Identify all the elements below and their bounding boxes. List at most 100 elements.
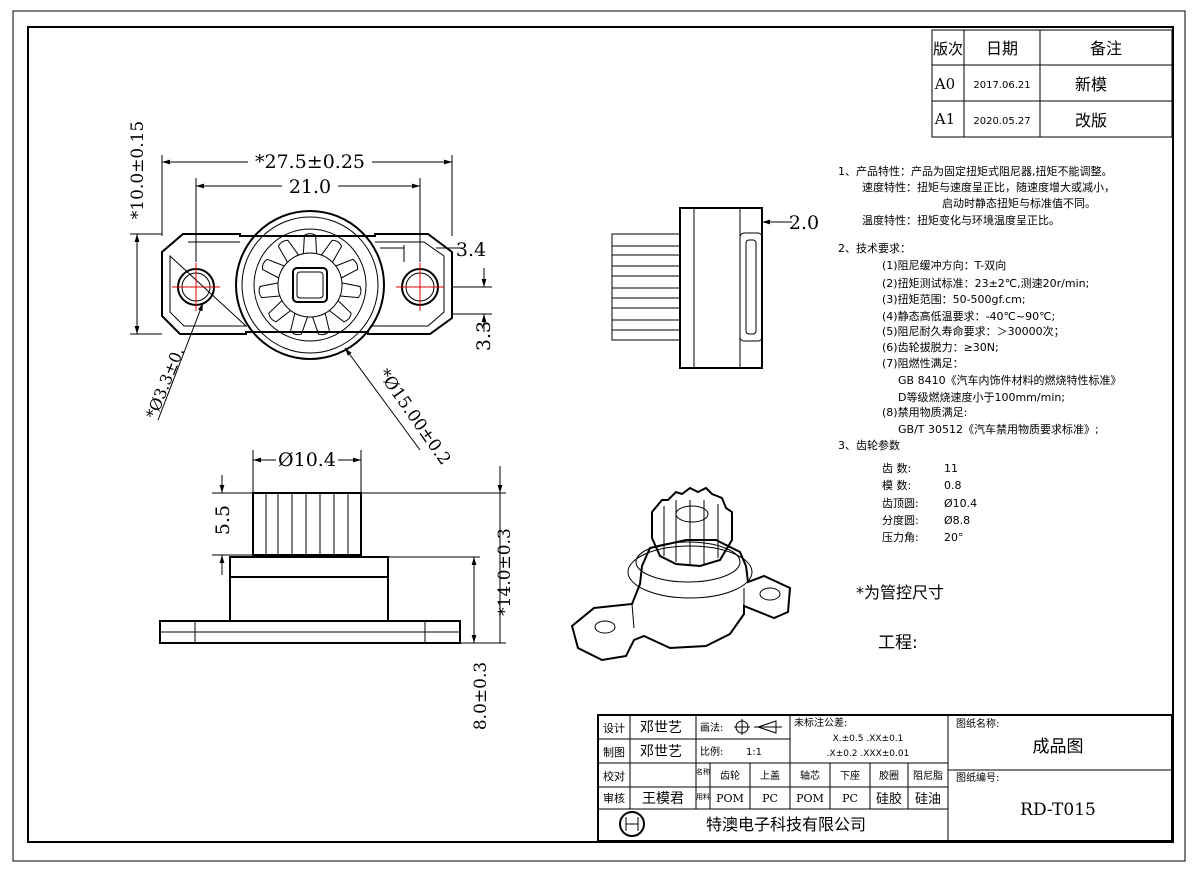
note-line-16: 3、齿轮参数 [838,438,900,452]
tb-part-5-material: 硅油 [915,792,941,807]
tb-drawing-no: RD-T015 [1020,800,1096,820]
tb-scale-value: 1:1 [746,747,762,758]
note-line-5: (1)阻尼缓冲方向：T-双向 [882,258,1006,272]
gear-tooth [261,258,285,279]
tb-tolerance-line1: X.±0.5 .XX±0.1 [833,734,904,744]
rev-header-date: 日期 [986,39,1018,58]
tb-part-0-name: 齿轮 [720,769,740,782]
tb-review-label: 审核 [603,791,625,805]
projection-symbol-icon [734,719,782,735]
note-line-12: GB 8410《汽车内饰件材料的燃烧特性标准》 [898,373,1122,387]
note-line-2: 启动时静态扭矩与标准值不同。 [942,196,1096,210]
rev-row-1-note: 改版 [1075,111,1107,130]
gear-param-3-value: Ø8.8 [944,514,970,527]
gear-tooth [335,258,359,279]
gear-param-0-value: 11 [944,462,958,475]
gear-tooth [258,282,280,299]
tb-part-header-name: 名称 [696,767,710,776]
rev-header-version: 版次 [933,40,963,58]
tb-draw-name: 邓世艺 [640,744,682,760]
gear-tooth [340,282,362,299]
rev-row-0-date: 2017.06.21 [973,80,1030,91]
front-view-dimensions: Ø10.4 5.5 *14.0±0.3 8.0±0.3 [212,448,515,730]
tb-drawing-name: 成品图 [1033,737,1084,757]
front-view [159,492,461,644]
dim-gear-dia: Ø10.4 [278,449,336,471]
gear-teeth [258,233,362,336]
tb-company: 特澳电子科技有限公司 [706,815,866,834]
dim-hole-spacing: 21.0 [289,176,331,198]
tb-part-2-name: 轴芯 [800,769,820,782]
tb-part-1-name: 上盖 [760,769,780,782]
gear-tooth [268,300,292,323]
tb-part-4-material: 硅胶 [876,791,902,807]
outer-border [12,10,1186,862]
dim-side-offset: 2.0 [789,212,819,234]
note-line-3: 温度特性：扭矩变化与环境温度呈正比。 [862,213,1060,227]
tb-review-name: 王模君 [642,791,684,807]
revision-table: 版次 日期 备注 A0 2017.06.21 新模 A1 2020.05.27 … [931,29,1173,138]
technical-notes: 1、产品特性：产品为固定扭矩式阻尼器,扭矩不能调整。 速度特性：扭矩与速度呈正比… [838,164,1122,452]
gear-param-3-label: 分度圆: [882,513,919,527]
note-line-10: (6)齿轮拔脱力：≥30N; [882,340,999,354]
dim-overall-width: *27.5±0.25 [255,151,365,173]
control-note: *为管控尺寸 [856,583,944,602]
dim-ear-offset: 3.3 [473,321,495,351]
tb-scale-label: 比例: [700,745,723,758]
dim-height: *10.0±0.15 [128,121,148,219]
tb-draw-label: 制图 [603,746,625,759]
tb-part-4-name: 胶圈 [879,769,899,782]
tb-drawing-no-label: 图纸编号: [956,771,999,784]
dim-body-dia: *Ø15.00±0.2 [374,365,455,469]
note-line-9: (5)阻尼耐久寿命要求：＞30000次； [882,324,1065,338]
gear-params: 齿 数: 11 模 数: 0.8 齿顶圆: Ø10.4 分度圆: Ø8.8 压力… [882,462,977,544]
tb-part-1-material: PC [762,792,778,805]
note-line-7: (3)扭矩范围：50-500gf.cm; [882,292,1026,306]
isometric-view [570,486,792,662]
company-logo-icon [619,811,645,837]
dim-base-height: 8.0±0.3 [471,662,491,730]
note-line-11: (7)阻燃性满足： [882,356,964,370]
note-line-13: D等级燃烧速度小于100mm/min; [898,390,1065,404]
gear-param-1-value: 0.8 [944,479,962,492]
rev-row-1-version: A1 [934,110,955,128]
dim-total-height: *14.0±0.3 [495,528,515,616]
note-line-15: GB/T 30512《汽车禁用物质要求标准》; [898,422,1099,436]
gear-param-2-label: 齿顶圆: [882,497,919,510]
tb-tolerance-line2: .X±0.2 .XXX±0.01 [827,749,910,759]
tb-drawing-name-label: 图纸名称: [956,717,999,730]
rev-row-1-date: 2020.05.27 [973,116,1030,127]
note-line-0: 1、产品特性：产品为固定扭矩式阻尼器,扭矩不能调整。 [838,164,1113,178]
title-block: 设计 邓世艺 制图 邓世艺 校对 审核 王模君 画法: 比例: 1:1 未标注公… [597,714,1173,842]
top-view-dimensions: *27.5±0.25 21.0 3.4 *10.0±0.15 3.3 *Ø3.3… [128,121,495,469]
gear-tooth [320,239,343,263]
top-view [161,210,453,360]
note-line-4: 2、技术要求： [838,242,911,255]
rev-row-0-note: 新模 [1075,75,1107,94]
rev-header-note: 备注 [1090,39,1122,58]
note-line-1: 速度特性：扭矩与速度呈正比，随速度增大或减小， [862,180,1115,194]
tb-part-3-name: 下座 [840,769,860,782]
tb-method-label: 画法: [700,721,723,734]
rev-row-0-version: A0 [934,75,955,93]
project-label: 工程: [878,633,918,653]
note-line-8: (4)静态高低温要求：-40℃~90℃; [882,309,1055,323]
tb-check-label: 校对 [603,769,625,783]
side-view: 2.0 [611,207,819,369]
tb-part-3-material: PC [842,792,858,805]
dim-ear-width: 3.4 [456,239,486,261]
gear-tooth [277,239,300,263]
tb-part-2-material: POM [796,792,824,805]
tb-part-5-name: 阻尼脂 [913,769,943,782]
note-line-6: (2)扭矩测试标准：23±2℃,测速20r/min; [882,276,1089,290]
gear-tooth [290,313,308,336]
gear-tooth [302,233,318,254]
gear-param-2-value: Ø10.4 [944,497,977,510]
gear-param-4-label: 压力角: [882,531,919,544]
dim-hole-dia: *Ø3.3±0. [142,345,188,422]
tb-design-label: 设计 [603,722,625,735]
gear-param-4-value: 20° [944,531,964,544]
tb-tolerance-label: 未标注公差: [794,716,847,729]
tb-design-name: 邓世艺 [640,720,682,736]
